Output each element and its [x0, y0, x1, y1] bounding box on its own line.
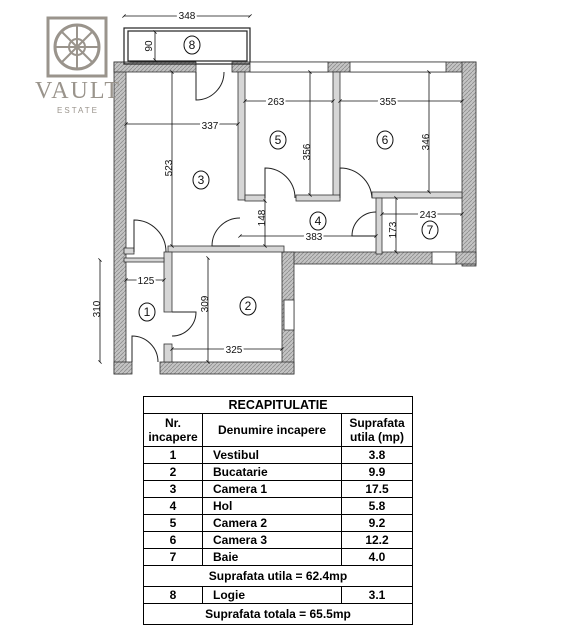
table-row: 4 Hol 5.8: [143, 497, 413, 515]
grand-total: Suprafata totala = 65.5mp: [143, 603, 413, 625]
room-6-label: 6: [376, 130, 394, 150]
useful-total: Suprafata utila = 62.4mp: [143, 565, 413, 587]
table-row: 8 Logie 3.1: [143, 586, 413, 604]
header-nr: Nr. incapere: [143, 413, 203, 447]
table-row: 2 Bucatarie 9.9: [143, 463, 413, 481]
dim-173: 173: [388, 221, 399, 238]
dim-309: 309: [200, 295, 211, 312]
dim-356: 356: [302, 143, 313, 160]
logia-outline: [123, 27, 251, 65]
room-1-label: 1: [138, 302, 156, 322]
logo-wordmark: VAULT: [34, 78, 122, 104]
table-row: 1 Vestibul 3.8: [143, 446, 413, 464]
table-row: 7 Baie 4.0: [143, 548, 413, 566]
vault-door-icon: [46, 16, 108, 78]
recap-title-row: RECAPITULATIE: [143, 396, 413, 414]
room-4-label: 4: [309, 211, 327, 231]
svg-text:7: 7: [427, 223, 434, 237]
svg-text:3: 3: [198, 173, 205, 187]
svg-text:5: 5: [275, 133, 282, 147]
recap-title: RECAPITULATIE: [143, 396, 413, 414]
dim-243: 243: [420, 210, 437, 221]
dim-325: 325: [226, 345, 243, 356]
windows: [249, 61, 457, 331]
table-row: 5 Camera 2 9.2: [143, 514, 413, 532]
room-2-label: 2: [239, 296, 257, 316]
svg-text:4: 4: [315, 214, 322, 228]
table-row: 6 Camera 3 12.2: [143, 531, 413, 549]
dim-310: 310: [92, 300, 103, 317]
dim-125: 125: [138, 276, 155, 287]
dim-355: 355: [380, 97, 397, 108]
room-3-label: 3: [192, 170, 210, 190]
grand-total-row: Suprafata totala = 65.5mp: [143, 603, 413, 625]
room-7-label: 7: [421, 220, 439, 240]
dim-383: 383: [306, 232, 323, 243]
room-5-label: 5: [269, 130, 287, 150]
dimension-lines: [98, 14, 464, 364]
svg-text:1: 1: [144, 305, 151, 319]
logo-subtitle: ESTATE: [57, 106, 99, 115]
room-8-label: 8: [183, 35, 201, 55]
useful-total-row: Suprafata utila = 62.4mp: [143, 565, 413, 587]
vault-estate-logo: VAULT ESTATE: [30, 16, 126, 126]
recap-header-row: Nr. incapere Denumire incapere Suprafata…: [143, 413, 413, 447]
table-row: 3 Camera 1 17.5: [143, 480, 413, 498]
svg-text:6: 6: [382, 133, 389, 147]
dim-346: 346: [421, 133, 432, 150]
header-area: Suprafata utila (mp): [341, 413, 413, 447]
header-name: Denumire incapere: [202, 413, 342, 447]
floor-plan: 348 90 337 523 263 356 355 346 148 383 2…: [92, 9, 477, 375]
dim-348: 348: [179, 11, 196, 22]
recap-table: RECAPITULATIE Nr. incapere Denumire inca…: [143, 396, 413, 625]
dim-90: 90: [144, 40, 155, 52]
room-labels: 8 3 5 6 4 7 1 2: [138, 35, 439, 322]
dim-263: 263: [268, 97, 285, 108]
svg-text:8: 8: [189, 38, 196, 52]
dim-523: 523: [164, 159, 175, 176]
dim-148: 148: [257, 209, 268, 226]
dim-337: 337: [202, 121, 219, 132]
dimension-labels: 348 90 337 523 263 356 355 346 148 383 2…: [92, 9, 439, 358]
svg-text:2: 2: [245, 299, 252, 313]
